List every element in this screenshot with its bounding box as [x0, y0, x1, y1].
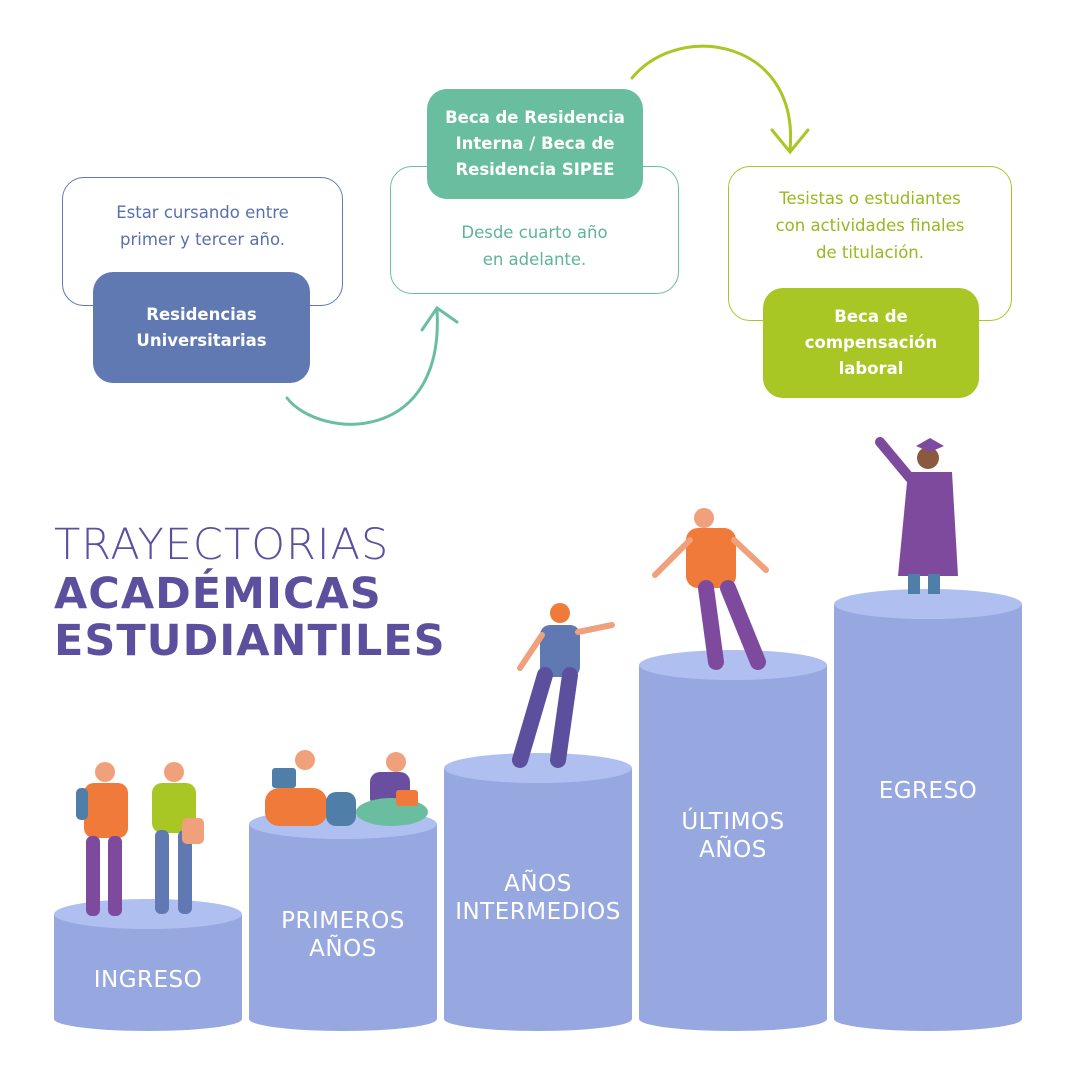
title-line-2: ACADÉMICAS: [54, 569, 382, 619]
title-line-3: ESTUDIANTILES: [54, 616, 446, 666]
title-line-1: TRAYECTORIAS: [54, 520, 390, 570]
program-name: Interna / Beca de: [455, 134, 615, 153]
graduate-figure-icon: [875, 437, 958, 594]
requirement-text: de titulación.: [816, 243, 924, 262]
stage-label: EGRESO: [878, 778, 978, 804]
stage-egreso: EGRESO: [834, 589, 1022, 1039]
program-beca-compensacion-laboral: Beca de compensación laboral: [763, 288, 979, 398]
stage-ingreso: INGRESO: [54, 899, 242, 1039]
student-figure-icon: [512, 603, 615, 768]
requirement-text: Tesistas o estudiantes: [779, 189, 961, 208]
stage-label: AÑOS: [309, 936, 377, 962]
arrow-green: [285, 305, 459, 426]
student-figure-icon: [76, 762, 128, 916]
stage-label: INTERMEDIOS: [455, 899, 621, 925]
student-figure-icon: [152, 762, 204, 914]
requirement-text: con actividades finales: [775, 216, 965, 235]
program-name: Residencias: [146, 304, 257, 324]
requirement-text: en adelante.: [482, 250, 587, 269]
requirement-text: primer y tercer año.: [119, 230, 286, 249]
stage-label: ÚLTIMOS: [681, 809, 785, 835]
stage-label: AÑOS: [699, 837, 767, 863]
stage-label: AÑOS: [504, 871, 572, 897]
program-name: Beca de: [834, 307, 908, 326]
student-figure-icon: [265, 750, 356, 826]
program-name: Beca de Residencia: [445, 108, 625, 127]
program-residencias-universitarias: Residencias Universitarias: [93, 272, 310, 383]
program-name: laboral: [838, 359, 904, 378]
program-name: compensación: [804, 333, 938, 352]
student-figure-icon: [652, 508, 769, 670]
student-figure-icon: [356, 752, 428, 826]
arrow-lime: [630, 44, 810, 155]
requirement-text: Estar cursando entre: [116, 203, 289, 222]
program-name: Universitarias: [136, 330, 267, 350]
stage-label: INGRESO: [93, 967, 203, 993]
stage-label: PRIMEROS: [281, 908, 405, 934]
requirement-text: Desde cuarto año: [461, 223, 608, 242]
program-beca-residencia: Beca de Residencia Interna / Beca de Res…: [427, 89, 643, 199]
program-name: Residencia SIPEE: [455, 160, 615, 179]
